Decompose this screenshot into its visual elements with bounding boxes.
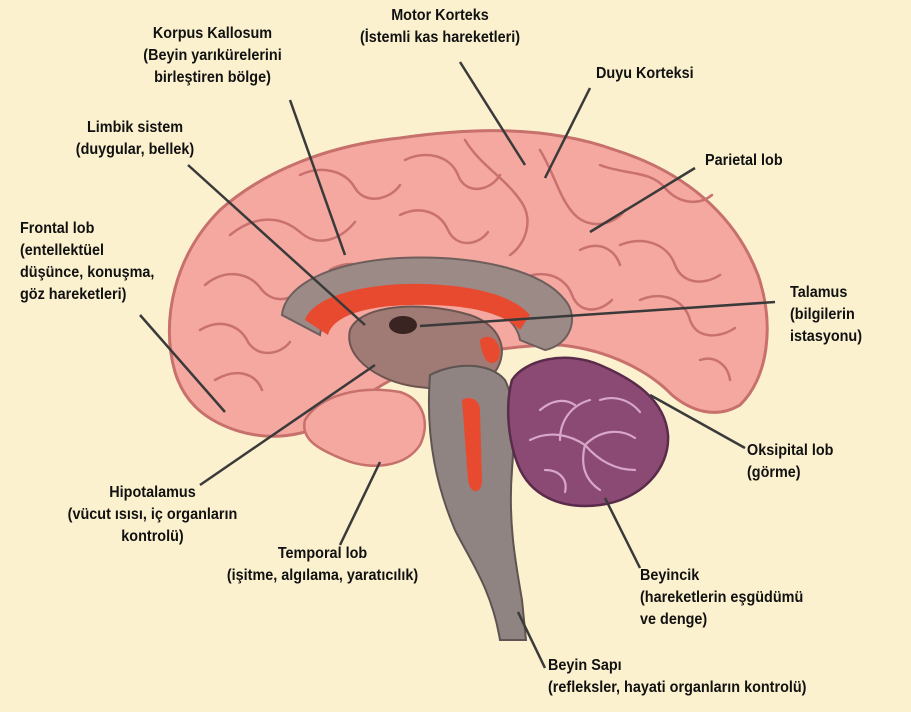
cerebellum-desc-2: ve denge) — [640, 609, 803, 631]
cerebellum — [508, 358, 668, 506]
limbic-system-title: Limbik sistem — [63, 117, 207, 139]
cerebellum-desc-1: (hareketlerin eşgüdümü — [640, 587, 803, 609]
temporal-lobe-desc: (işitme, algılama, yaratıcılık) — [217, 565, 429, 587]
label-frontal-lobe: Frontal lob (entellektüel düşünce, konuş… — [20, 218, 154, 306]
thalamus-desc-2: istasyonu) — [790, 326, 862, 348]
thalamus-desc-1: (bilgilerin — [790, 304, 862, 326]
corpus-callosum-desc-2: birleştiren bölge) — [129, 67, 296, 89]
frontal-lobe-desc-3: göz hareketleri) — [20, 284, 154, 306]
parietal-lobe-title: Parietal lob — [705, 150, 783, 172]
brain-stem-desc: (refleksler, hayati organların kontrolü) — [548, 677, 806, 699]
limbic-system-desc: (duygular, bellek) — [63, 139, 207, 161]
hypothalamus-title: Hipotalamus — [56, 482, 250, 504]
label-temporal-lobe: Temporal lob (işitme, algılama, yaratıcı… — [217, 543, 429, 587]
label-occipital-lobe: Oksipital lob (görme) — [747, 440, 833, 484]
motor-cortex-title: Motor Korteks — [346, 5, 535, 27]
brain-stem-title: Beyin Sapı — [548, 655, 806, 677]
label-sensory-cortex: Duyu Korteksi — [596, 63, 694, 85]
label-parietal-lobe: Parietal lob — [705, 150, 783, 172]
temporal-lobe-title: Temporal lob — [217, 543, 429, 565]
frontal-lobe-title: Frontal lob — [20, 218, 154, 240]
thalamus-core — [389, 316, 417, 334]
label-hypothalamus: Hipotalamus (vücut ısısı, iç organların … — [56, 482, 250, 548]
frontal-lobe-desc-2: düşünce, konuşma, — [20, 262, 154, 284]
thalamus-title: Talamus — [790, 282, 862, 304]
cerebellum-title: Beyincik — [640, 565, 803, 587]
occipital-lobe-desc: (görme) — [747, 462, 833, 484]
label-brain-stem: Beyin Sapı (refleksler, hayati organları… — [548, 655, 806, 699]
label-cerebellum: Beyincik (hareketlerin eşgüdümü ve denge… — [640, 565, 803, 631]
occipital-lobe-title: Oksipital lob — [747, 440, 833, 462]
sensory-cortex-title: Duyu Korteksi — [596, 63, 694, 85]
label-limbic-system: Limbik sistem (duygular, bellek) — [63, 117, 207, 161]
label-corpus-callosum: Korpus Kallosum (Beyin yarıkürelerini bi… — [129, 23, 296, 89]
frontal-lobe-desc-1: (entellektüel — [20, 240, 154, 262]
corpus-callosum-desc-1: (Beyin yarıkürelerini — [129, 45, 296, 67]
motor-cortex-desc: (İstemli kas hareketleri) — [346, 27, 535, 49]
label-motor-cortex: Motor Korteks (İstemli kas hareketleri) — [346, 5, 535, 49]
label-thalamus: Talamus (bilgilerin istasyonu) — [790, 282, 862, 348]
corpus-callosum-title: Korpus Kallosum — [129, 23, 296, 45]
hypothalamus-desc-1: (vücut ısısı, iç organların — [56, 504, 250, 526]
